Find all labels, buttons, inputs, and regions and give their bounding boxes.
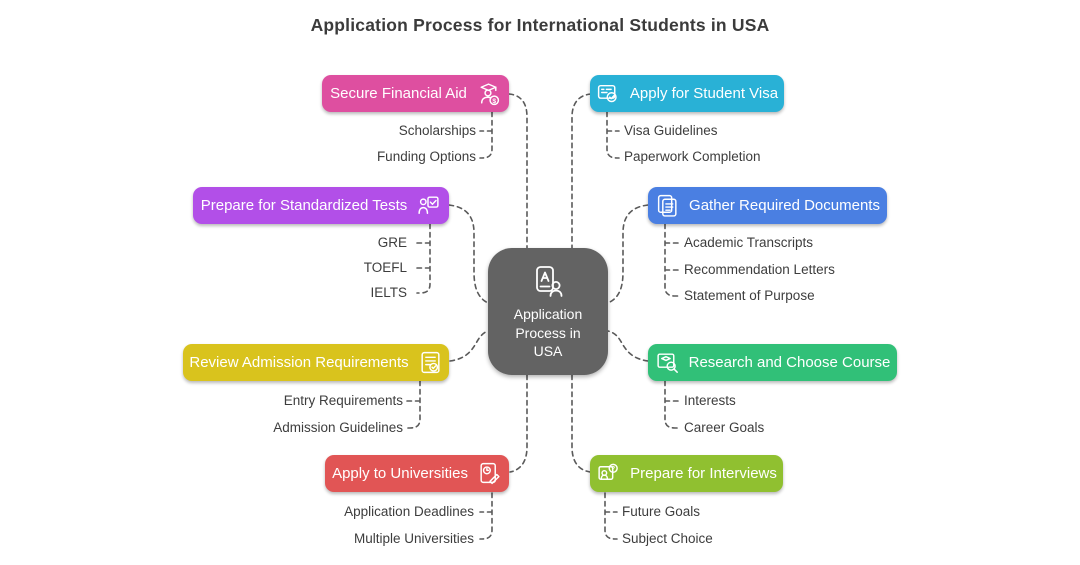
visa-check-icon <box>596 81 621 106</box>
rail-tests <box>416 223 431 294</box>
rail-admission <box>406 380 421 429</box>
sub-item-admission-guidelines: Admission Guidelines <box>273 420 403 435</box>
sub-item-gre: GRE <box>377 235 407 250</box>
sub-item-ielts: IELTS <box>370 285 407 300</box>
center-node-label: Application Process in USA <box>513 306 583 360</box>
svg-text:$: $ <box>492 98 496 105</box>
branch-label: Research and Choose Course <box>688 354 891 371</box>
sub-item-entry-requirements: Entry Requirements <box>283 393 403 408</box>
test-checkbox-icon <box>416 193 441 218</box>
sub-item-statement-of-purpose: Statement of Purpose <box>684 288 815 303</box>
branch-prepare-standardized-tests: Prepare for Standardized Tests <box>193 187 449 224</box>
rail-interviews <box>604 492 618 540</box>
wire-tests <box>448 204 489 304</box>
sub-item-career-goals: Career Goals <box>684 420 765 435</box>
rail-universities <box>479 492 493 540</box>
svg-text:?: ? <box>611 466 615 473</box>
sub-item-interests: Interests <box>684 393 736 408</box>
branch-label: Gather Required Documents <box>689 197 880 214</box>
branch-label: Apply for Student Visa <box>629 85 779 102</box>
wire-documents <box>607 204 649 304</box>
sub-item-multiple-universities: Multiple Universities <box>353 531 474 546</box>
graduate-dollar-icon: $ <box>476 81 501 106</box>
rail-course <box>664 380 679 429</box>
sub-item-paperwork-completion: Paperwork Completion <box>624 149 761 164</box>
branch-label: Review Admission Requirements <box>189 354 409 371</box>
wire-universities <box>509 374 528 473</box>
branch-secure-financial-aid: Secure Financial Aid $ <box>322 75 509 112</box>
rail-student-visa <box>606 111 620 159</box>
branch-apply-to-universities: Apply to Universities <box>325 455 509 492</box>
course-search-icon <box>655 350 680 375</box>
branch-research-choose-course: Research and Choose Course <box>648 344 897 381</box>
interview-question-icon: ? <box>596 461 621 486</box>
rail-financial-aid <box>479 111 493 159</box>
rail-documents <box>664 223 679 297</box>
branch-review-admission-requirements: Review Admission Requirements <box>183 344 449 381</box>
checklist-doc-icon <box>418 350 443 375</box>
sub-item-toefl: TOEFL <box>363 260 407 275</box>
wire-interviews <box>571 374 591 473</box>
branch-label: Prepare for Interviews <box>630 465 777 482</box>
sub-item-application-deadlines: Application Deadlines <box>344 504 474 519</box>
wire-course <box>607 330 649 362</box>
page-title: Application Process for International St… <box>310 15 770 35</box>
branch-label: Apply to Universities <box>332 465 468 482</box>
sub-item-subject-choice: Subject Choice <box>622 531 713 546</box>
branch-prepare-for-interviews: ? Prepare for Interviews <box>590 455 783 492</box>
center-node: Application Process in USA <box>488 248 608 375</box>
application-person-icon <box>526 262 570 302</box>
documents-icon <box>655 193 680 218</box>
sub-item-academic-transcripts: Academic Transcripts <box>684 235 814 250</box>
sub-item-future-goals: Future Goals <box>622 504 701 519</box>
deadline-doc-icon <box>477 461 502 486</box>
branch-label: Secure Financial Aid <box>330 85 467 102</box>
sub-item-visa-guidelines: Visa Guidelines <box>624 123 718 138</box>
wire-admission <box>449 330 489 362</box>
wire-student-visa <box>571 93 592 249</box>
branch-apply-student-visa: Apply for Student Visa <box>590 75 784 112</box>
branch-gather-required-documents: Gather Required Documents <box>648 187 887 224</box>
sub-item-scholarships: Scholarships <box>398 123 476 138</box>
sub-item-recommendation-letters: Recommendation Letters <box>684 262 835 277</box>
sub-item-funding-options: Funding Options <box>376 149 476 164</box>
branch-label: Prepare for Standardized Tests <box>200 197 408 214</box>
wire-financial-aid <box>508 93 528 249</box>
